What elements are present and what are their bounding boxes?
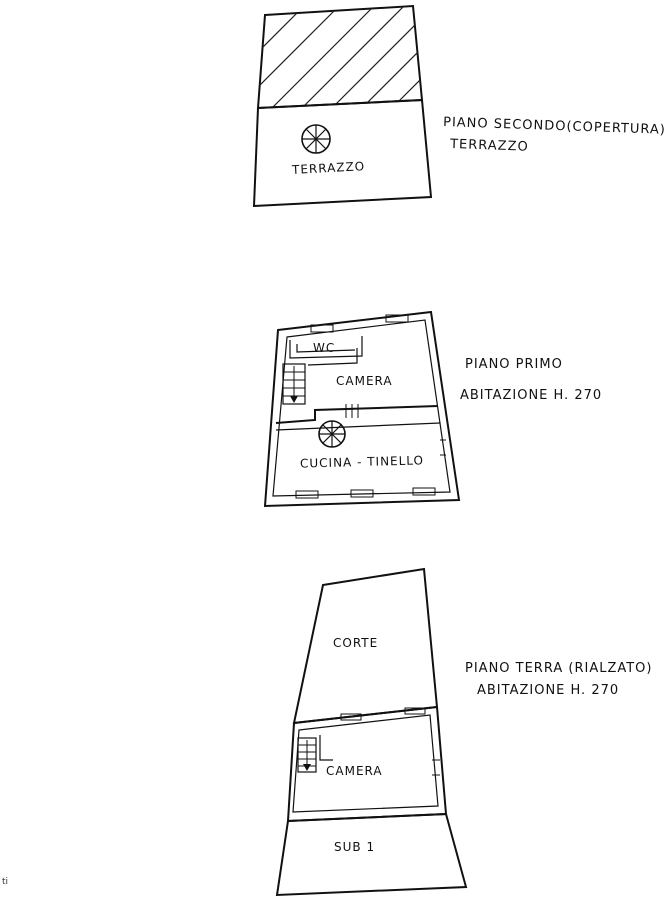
partition-wall — [275, 405, 439, 424]
ground-floor-title: PIANO TERRA (RIALZATO) — [465, 661, 652, 676]
room-label-sub: SUB 1 — [334, 840, 375, 854]
corner-note: ti — [2, 877, 8, 887]
wc-walls — [289, 336, 363, 359]
roof-vent-icon — [301, 124, 331, 154]
terrace-outline — [252, 98, 433, 208]
first-floor-outer-wall — [263, 310, 461, 508]
staircase-icon — [297, 737, 317, 773]
room-label-wc: WC — [313, 341, 335, 355]
covered-hatched-area — [256, 4, 424, 110]
ground-floor-plan: CORTE CAMERA SUB 1 — [275, 567, 468, 897]
first-floor-plan: WC CAMERA CUCINA - TINELLO — [263, 310, 461, 508]
ground-floor-windows — [340, 707, 440, 776]
room-label-kitchen: CUCINA - TINELLO — [300, 453, 424, 470]
ventilation-fan-icon — [318, 420, 346, 448]
first-floor-subtitle: ABITAZIONE H. 270 — [460, 388, 602, 403]
second-floor-title: PIANO SECONDO(COPERTURA) — [443, 115, 665, 138]
room-label-bedroom-ground: CAMERA — [326, 764, 383, 778]
room-label-terrace: TERRAZZO — [291, 159, 366, 177]
first-floor-title: PIANO PRIMO — [465, 357, 563, 372]
sub-unit-outline — [275, 812, 468, 897]
room-label-bedroom-first: CAMERA — [336, 374, 393, 388]
second-floor-subtitle: TERRAZZO — [449, 137, 529, 155]
room-label-courtyard: CORTE — [333, 636, 378, 650]
ground-floor-subtitle: ABITAZIONE H. 270 — [477, 683, 619, 698]
staircase-icon — [282, 363, 306, 405]
second-floor-plan: TERRAZZO — [252, 4, 433, 208]
first-floor-windows — [295, 314, 446, 499]
